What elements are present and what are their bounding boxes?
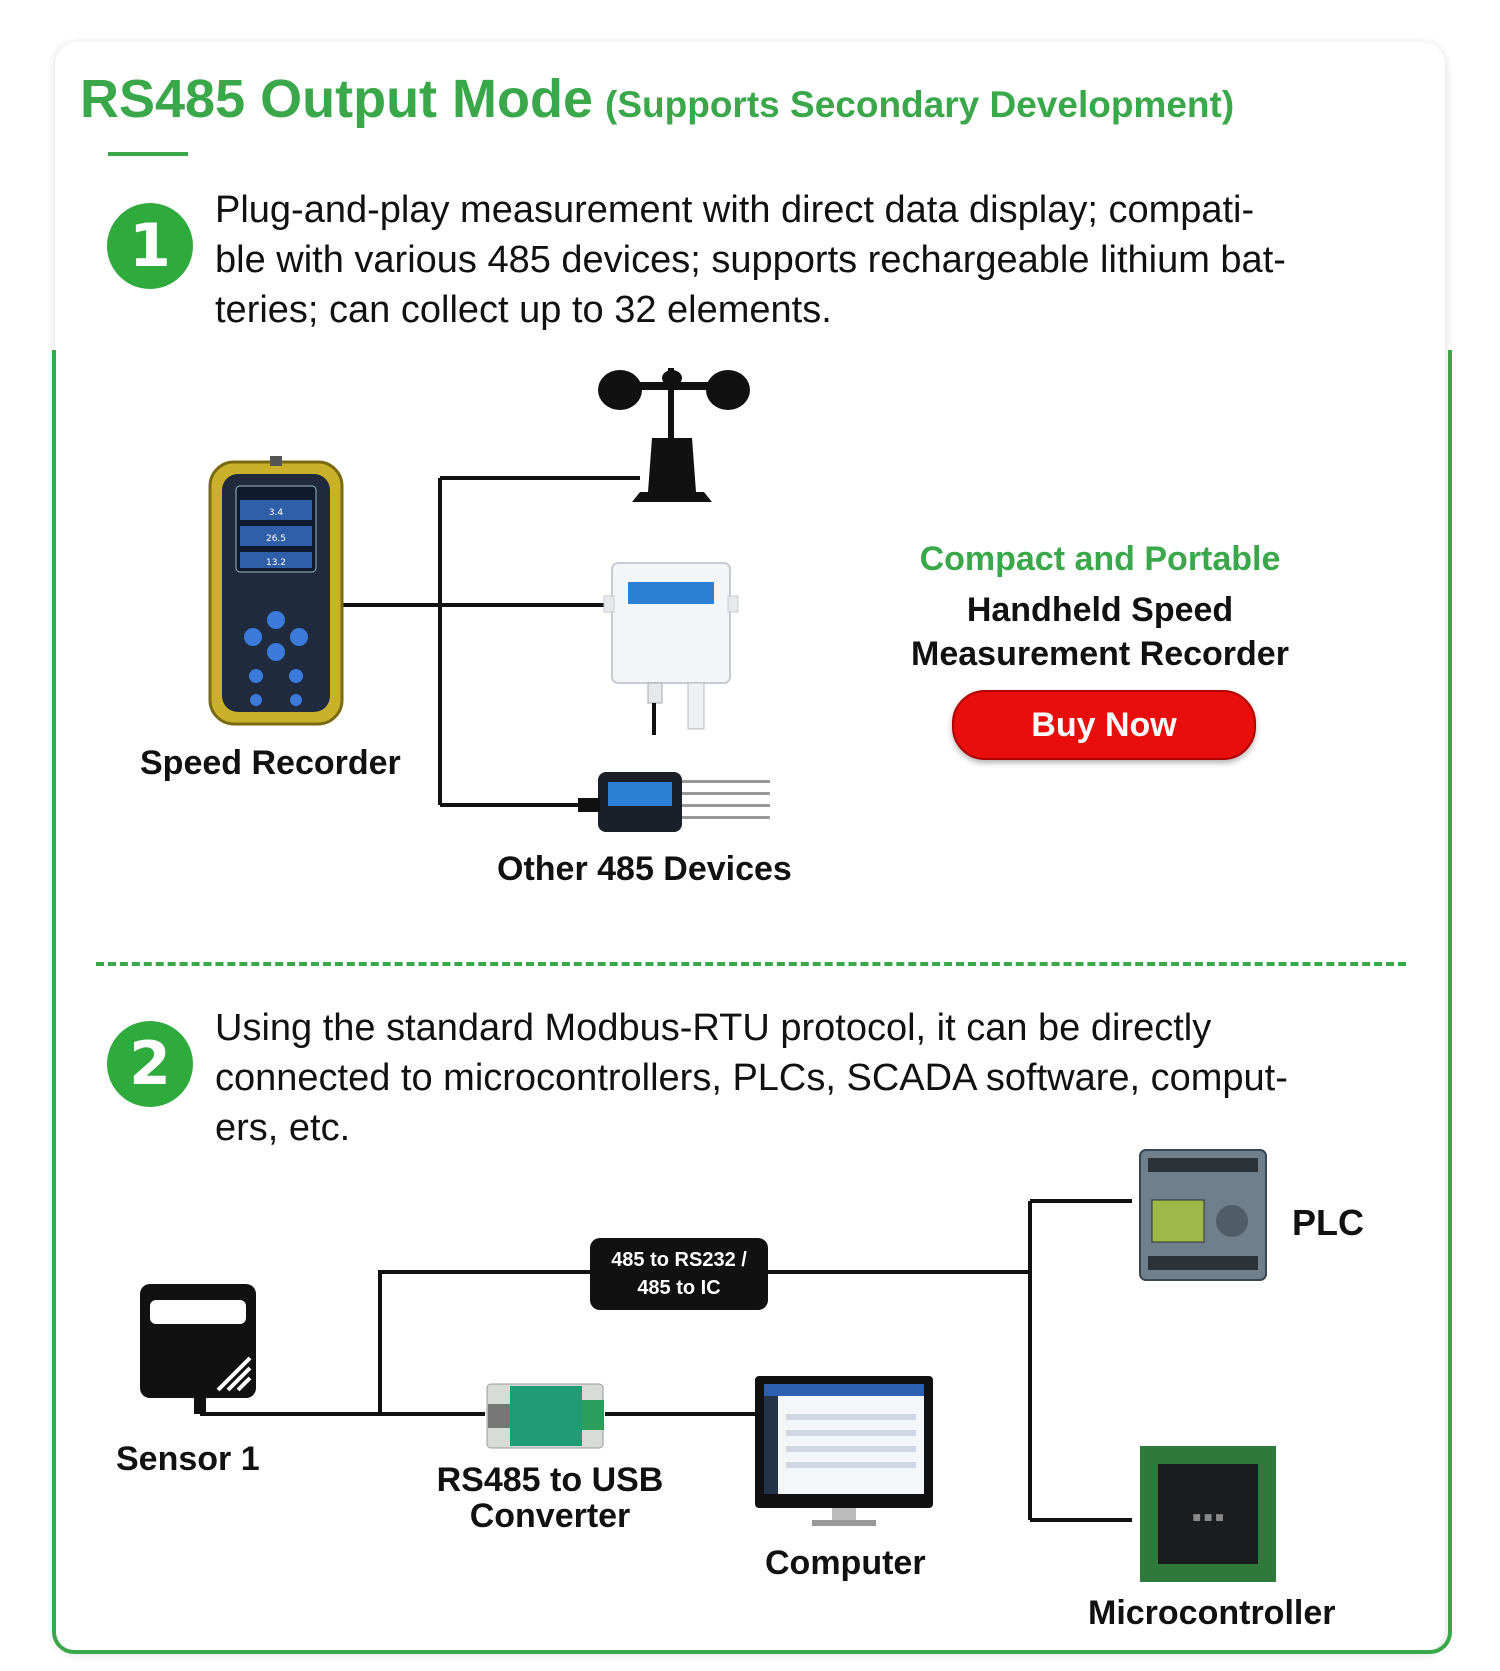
svg-text:■ ■ ■: ■ ■ ■	[1192, 1513, 1223, 1523]
sensor-1-label: Sensor 1	[116, 1440, 260, 1478]
buy-now-button[interactable]: Buy Now	[952, 690, 1256, 760]
section-2-line-1: Using the standard Modbus-RTU protocol, …	[215, 1007, 1212, 1049]
section-2-line-3: ers, etc.	[215, 1107, 351, 1149]
plc-device-icon	[1139, 1149, 1267, 1281]
converter-label-line-2: Converter	[469, 1497, 631, 1535]
converter-label-line-1: RS485 to USB	[436, 1461, 664, 1499]
anemometer-icon	[598, 368, 750, 502]
computer-monitor-icon	[755, 1376, 933, 1526]
reading-1: 3.4	[269, 508, 284, 518]
bridge-tag-line-1: 485 to RS232 /	[611, 1249, 747, 1271]
other-devices-label: Other 485 Devices	[497, 850, 792, 888]
microcontroller-chip-icon: ■ ■ ■	[1140, 1446, 1276, 1582]
computer-label: Computer	[765, 1544, 926, 1582]
reading-3: 13.2	[266, 558, 286, 568]
promo-tagline: Compact and Portable	[919, 540, 1281, 578]
section-2-description: Using the standard Modbus-RTU protocol, …	[215, 1003, 1410, 1153]
section-divider	[96, 962, 1406, 966]
converter-label: RS485 to USB Converter	[420, 1462, 680, 1534]
step-1-badge: 1	[107, 203, 193, 289]
promo-product-line-2: Measurement Recorder	[911, 635, 1289, 673]
section-1-line-2: ble with various 485 devices; supports r…	[215, 239, 1286, 281]
bridge-tag-line-2: 485 to IC	[637, 1277, 721, 1299]
section-2-line-2: connected to microcontrollers, PLCs, SCA…	[215, 1057, 1288, 1099]
soil-sensor-icon	[578, 772, 770, 832]
speed-recorder-label: Speed Recorder	[140, 744, 401, 782]
plc-label: PLC	[1292, 1202, 1364, 1243]
section-1-line-3: teries; can collect up to 32 elements.	[215, 289, 832, 331]
title-subtitle: (Supports Secondary Development)	[605, 84, 1235, 125]
sensor-1-icon	[140, 1284, 256, 1414]
title-underline	[108, 152, 188, 156]
page-title: RS485 Output Mode (Supports Secondary Dev…	[80, 68, 1234, 130]
promo-product-name: Handheld Speed Measurement Recorder	[880, 588, 1320, 676]
rs485-usb-converter-icon	[486, 1383, 604, 1449]
reading-2: 26.5	[266, 534, 286, 544]
section-2-wires	[200, 1199, 1132, 1522]
section-1-line-1: Plug-and-play measurement with direct da…	[215, 189, 1255, 231]
speed-recorder-device-icon: 3.4 26.5 13.2	[208, 456, 344, 726]
transmitter-box-icon	[603, 562, 739, 735]
card-frame	[52, 350, 1452, 1654]
section-1-description: Plug-and-play measurement with direct da…	[215, 185, 1410, 335]
promo-product-line-1: Handheld Speed	[966, 591, 1234, 629]
protocol-bridge-tag: 485 to RS232 / 485 to IC	[590, 1238, 768, 1310]
title-main: RS485 Output Mode	[80, 69, 594, 129]
microcontroller-label: Microcontroller	[1088, 1594, 1336, 1632]
step-2-badge: 2	[107, 1021, 193, 1107]
content-card	[55, 42, 1445, 1652]
section-1-wires	[325, 476, 640, 807]
